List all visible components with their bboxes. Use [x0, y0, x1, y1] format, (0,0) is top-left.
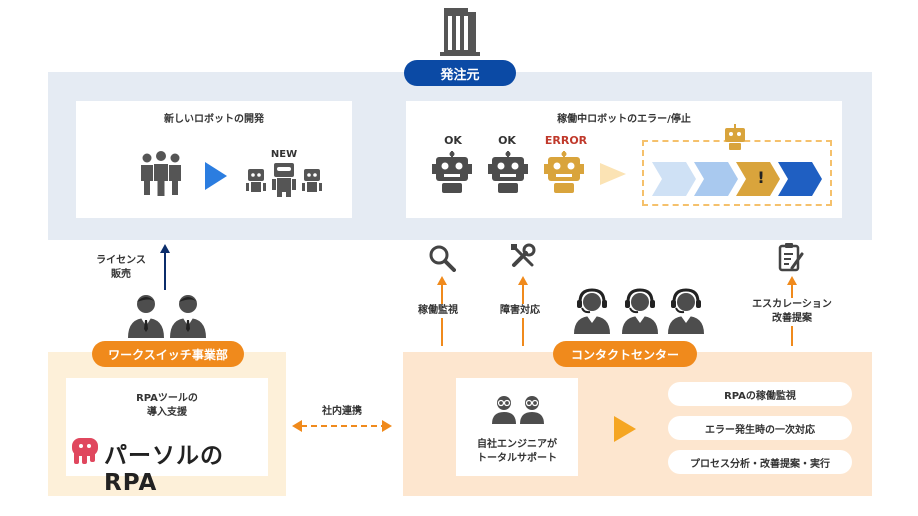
error-card-title: 稼働中ロボットのエラー/停止 — [557, 114, 691, 125]
headset-operator-icon — [620, 288, 660, 334]
rpa-support-text: RPAツールの 導入支援 — [136, 393, 198, 418]
engineer-icon — [490, 394, 546, 424]
people-group-icon — [138, 150, 184, 196]
contact-center-badge: コンタクトセンター — [553, 341, 697, 367]
new-robot-card-title: 新しいロボットの開発 — [164, 114, 264, 125]
status-error-label: ERROR — [544, 134, 588, 147]
business-person-icon — [126, 292, 166, 338]
error-robot-card — [406, 101, 842, 218]
monitoring-label: 稼働監視 — [418, 304, 468, 318]
error-robot-icon — [544, 151, 584, 193]
headset-operator-icon — [666, 288, 706, 334]
engineer-card — [456, 378, 578, 476]
escalation-label: エスカレーション 改善提案 — [734, 298, 850, 326]
robot-icon — [488, 151, 528, 193]
arrow-up-navy — [160, 244, 170, 290]
arrow-right-icon — [205, 162, 227, 190]
new-label: NEW — [270, 149, 298, 160]
arrow-right-icon — [614, 416, 636, 442]
service-item: エラー発生時の一次対応 — [668, 416, 852, 440]
building-icon — [438, 8, 482, 56]
work-switch-badge: ワークスイッチ事業部 — [92, 341, 244, 367]
error-mark: ! — [757, 168, 765, 187]
rpa-logo-icon — [72, 438, 98, 464]
status-ok-label: OK — [498, 134, 516, 147]
service-item: プロセス分析・改善提案・実行 — [668, 450, 852, 474]
bidirectional-arrow — [292, 420, 392, 432]
client-badge: 発注元 — [404, 60, 516, 86]
rpa-support-card — [66, 378, 268, 476]
service-item: RPAの稼働監視 — [668, 382, 852, 406]
status-ok-label: OK — [444, 134, 462, 147]
process-chevrons — [652, 162, 824, 196]
business-person-icon — [168, 292, 208, 338]
license-sales-label: ライセンス 販売 — [96, 255, 146, 280]
robot-icon — [432, 151, 472, 193]
headset-operator-icon — [572, 288, 612, 334]
trouble-handling-label: 障害対応 — [500, 304, 550, 318]
magnifier-icon — [428, 244, 456, 272]
robot-icon — [246, 163, 322, 197]
internal-link-label: 社内連携 — [322, 406, 362, 417]
engineer-text: 自社エンジニアが トータルサポート — [477, 439, 557, 464]
rpa-logo-text: パーソルのRPA — [104, 443, 224, 496]
robot-icon — [722, 124, 748, 150]
clipboard-icon — [778, 242, 804, 272]
tools-icon — [510, 243, 536, 269]
arrow-right-icon — [600, 163, 626, 185]
new-robot-card — [76, 101, 352, 218]
